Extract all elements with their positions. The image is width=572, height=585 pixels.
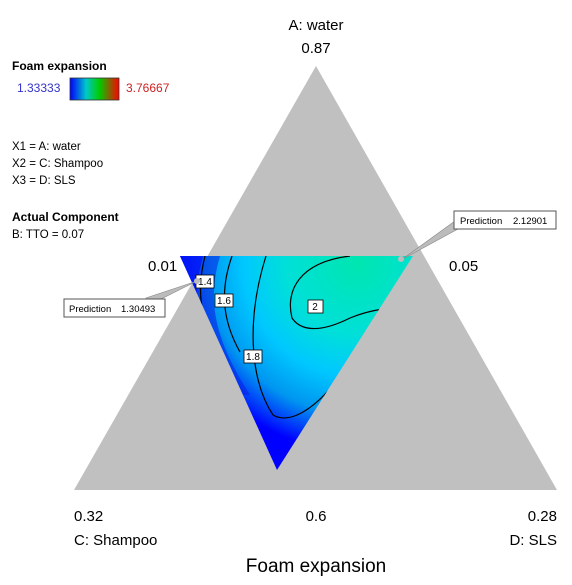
feasible-region: [180, 256, 413, 470]
vertex-top-value: 0.87: [301, 40, 330, 57]
prediction-low-label: Prediction: [69, 304, 111, 315]
colorbar-title: Foam expansion: [12, 59, 107, 73]
actual-component-value: B: TTO = 0.07: [12, 229, 84, 241]
edge-left-label: 0.01: [148, 258, 177, 275]
actual-component-heading: Actual Component: [12, 210, 119, 224]
contour-2: [289, 256, 411, 330]
vertex-right-value: 0.28: [528, 508, 557, 525]
vertex-right-name: D: SLS: [509, 532, 557, 549]
contour-1-8: [252, 256, 274, 416]
colorbar-max-label: 3.76667: [126, 81, 170, 95]
contour-labels: 1.4 1.6 1.8 2: [195, 274, 324, 364]
contour-label-1-6: 1.6: [217, 296, 231, 307]
prediction-low: Prediction 1.30493: [63, 278, 200, 318]
legend-x1: X1 = A: water: [12, 141, 81, 153]
legend-x3: X3 = D: SLS: [12, 175, 76, 187]
prediction-low-value: 1.30493: [121, 304, 155, 315]
legend-x2: X2 = C: Shampoo: [12, 158, 103, 170]
prediction-high-label: Prediction: [460, 216, 502, 227]
vertex-left-value: 0.32: [74, 508, 103, 525]
edge-right-label: 0.05: [449, 258, 478, 275]
colorbar: [69, 77, 120, 101]
chart-title: Foam expansion: [246, 556, 386, 577]
contour-label-1-8: 1.8: [246, 352, 260, 363]
prediction-high-value: 2.12901: [513, 216, 547, 227]
contour-label-2: 2: [312, 302, 318, 313]
prediction-high: Prediction 2.12901: [398, 210, 557, 262]
edge-bottom-label: 0.6: [306, 508, 327, 525]
prediction-low-box: [63, 298, 166, 318]
contour-label-1-4: 1.4: [198, 277, 212, 288]
prediction-high-box: [453, 210, 557, 230]
vertex-top-name: A: water: [288, 17, 343, 34]
vertex-left-name: C: Shampoo: [74, 532, 157, 549]
colorbar-min-label: 1.33333: [17, 81, 61, 95]
